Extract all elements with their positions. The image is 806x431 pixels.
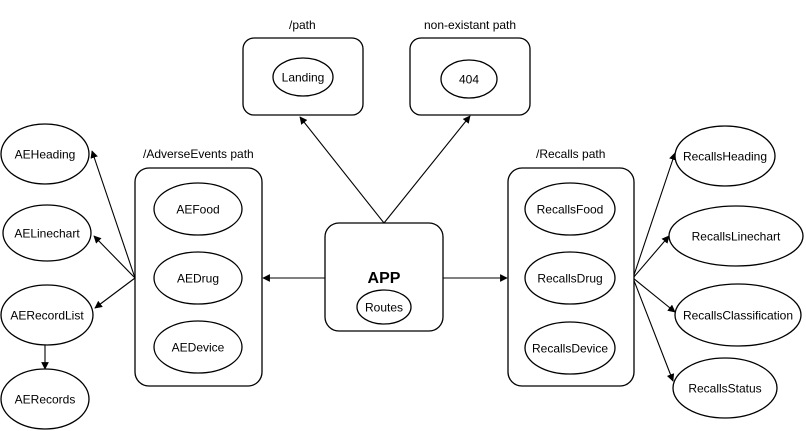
app-title: APP [368,270,401,287]
edge-recalls-to-heading [632,152,677,279]
nonexistent-caption: non-existant path [424,18,516,32]
aerecords-label: AERecords [15,393,76,407]
edge-app-to-nonexistent [383,115,471,224]
aerecords-node [0,368,90,430]
edge-recalls-to-classification [632,277,676,313]
adverse-caption: /AdverseEvents path [143,147,254,161]
edge-adverse-to-aeheading [90,150,136,279]
recallsfood-node [524,182,616,236]
recalls-children: RecallsHeading RecallsLinechart RecallsC… [668,125,804,419]
recallslinechart-node [668,205,804,267]
nonexistent-path-box: non-existant path 404 [409,18,531,116]
aefood-label: AEFood [176,203,219,217]
edge-adverse-to-aelinechart [93,235,136,279]
routes-label: Routes [365,301,403,315]
edge-recalls-to-status [632,277,675,382]
recallsstatus-node [672,357,778,419]
recallsheading-node [674,125,776,187]
recallslinechart-label: RecallsLinechart [692,230,781,244]
recallsclassification-node [674,283,802,347]
edge-adverse-to-aerecordlist [94,277,136,309]
landing-node [272,57,334,97]
recallsdevice-label: RecallsDevice [532,342,608,356]
aerecordlist-label: AERecordList [10,309,84,323]
aelinechart-node [2,204,92,262]
aefood-node [153,182,243,236]
app-box: APP Routes [324,222,444,332]
recallsdrug-label: RecallsDrug [537,272,602,286]
recallsclassification-label: RecallsClassification [683,309,793,323]
recallsheading-label: RecallsHeading [683,150,767,164]
edge-recalls-to-linechart [632,235,670,279]
404-label: 404 [459,73,479,87]
aedevice-node [153,320,243,374]
recallsstatus-label: RecallsStatus [688,382,761,396]
recalls-box: /Recalls path RecallsFood RecallsDrug Re… [507,147,635,387]
aerecordlist-node [0,284,94,346]
aeheading-label: AEHeading [15,148,76,162]
recallsfood-label: RecallsFood [537,203,604,217]
aedevice-label: AEDevice [172,341,225,355]
aeheading-node [0,123,90,185]
aedrug-label: AEDrug [177,272,219,286]
ae-children: AEHeading AELinechart AERecordList AERec… [0,123,94,430]
routes-node [356,289,412,325]
edges [41,115,677,382]
landing-label: Landing [282,71,325,85]
adverse-events-box: /AdverseEvents path AEFood AEDrug AEDevi… [134,147,263,387]
recallsdevice-node [524,321,616,375]
path-box: /path Landing [242,18,364,116]
404-node [440,59,498,99]
edge-app-to-path [299,116,385,224]
recalls-caption: /Recalls path [536,147,605,161]
aedrug-node [153,251,243,305]
recallsdrug-node [524,251,616,305]
aelinechart-label: AELinechart [14,227,80,241]
path-caption: /path [289,18,316,32]
